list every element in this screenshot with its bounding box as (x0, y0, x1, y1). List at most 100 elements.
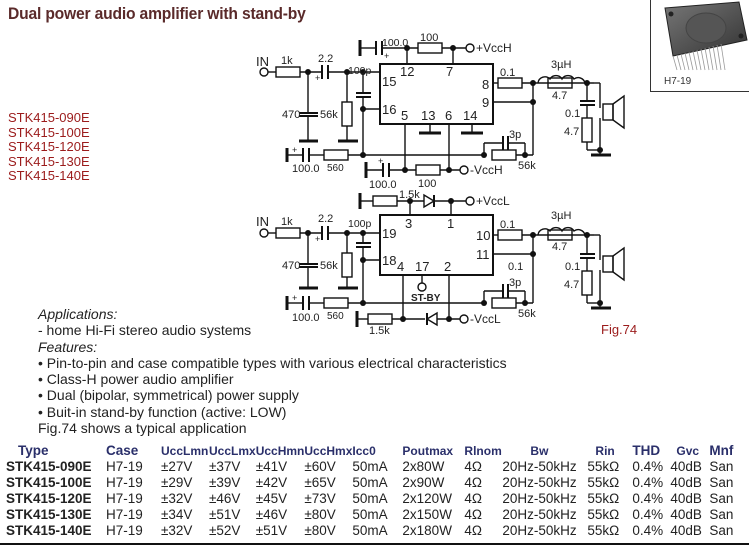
col-header: UccHmx (304, 444, 353, 458)
pin-label: 14 (463, 108, 477, 123)
col-header: UccHmn (255, 444, 305, 458)
table-cell: ±45V (255, 491, 288, 506)
table-cell: San (709, 491, 734, 506)
upper-c3p-label: 3p (509, 129, 521, 141)
table-cell: ±65V (304, 475, 336, 490)
lower-rfb-label: 560 (327, 311, 344, 322)
upper-cneg-label: 100.0 (369, 179, 397, 191)
upper-inductor-label: 3µH (551, 59, 571, 71)
table-cell: San (709, 507, 734, 522)
table-cell: H7-19 (106, 475, 143, 490)
table-cell: 20Hz-50kHz (502, 491, 577, 506)
table-cell: 4Ω (464, 523, 483, 538)
table-cell: ±27V (161, 459, 193, 474)
col-header: UccLmn (161, 444, 209, 458)
table-cell: ±60V (304, 459, 336, 474)
table-cell: 55kΩ (587, 475, 620, 490)
table-cell: ±42V (255, 475, 288, 490)
col-header: Rin (595, 444, 615, 458)
lower-rneg-label: 1.5k (369, 325, 390, 337)
upper-cfb-label: 100.0 (292, 163, 320, 175)
table-cell: 50mA (352, 523, 388, 538)
svg-text:+: + (315, 73, 320, 83)
lower-vcc-neg-label: -VccL (470, 312, 501, 326)
lower-r-in-label: 1k (281, 216, 293, 228)
table-cell: San (709, 459, 734, 474)
upper-vcc-neg-label: -VccH (470, 163, 503, 177)
table-cell: ±80V (304, 523, 336, 538)
upper-in-label: IN (256, 54, 269, 69)
table-cell: 55kΩ (587, 523, 620, 538)
table-cell: 0.4% (632, 523, 664, 538)
svg-text:+: + (315, 234, 320, 244)
upper-czobel-label: 0.1 (565, 108, 580, 120)
lower-rtop-label: 1.5k (399, 189, 420, 201)
pin-label: 7 (446, 64, 453, 79)
table-cell: 4Ω (464, 507, 483, 522)
table-cell: 4Ω (464, 459, 483, 474)
table-cell: San (709, 523, 734, 538)
table-cell: 50mA (352, 491, 388, 506)
upper-c-in-label: 2.2 (318, 53, 333, 65)
pin-label: 17 (415, 259, 429, 274)
model-item: STK415-120E (8, 139, 90, 154)
lower-c-in-label: 2.2 (318, 213, 333, 225)
feature-item: • Class-H power audio amplifier (38, 371, 234, 388)
table-cell: 50mA (352, 459, 388, 474)
upper-ctop-label: 100.0 (382, 37, 408, 49)
package-label: H7-19 (664, 76, 692, 87)
col-header: Poutmax (402, 444, 454, 458)
table-cell: 2x90W (402, 475, 445, 490)
pin-label: 9 (482, 95, 489, 110)
table-cell: 2x150W (402, 507, 452, 522)
upper-r56k-fb-label: 56k (518, 160, 536, 172)
pin-label: 12 (400, 64, 414, 79)
upper-rzobel-label: 4.7 (564, 126, 579, 138)
table-cell: ±46V (255, 507, 288, 522)
package-image-box (650, 0, 749, 92)
table-cell: ±46V (209, 491, 241, 506)
page-title: Dual power audio amplifier with stand-by (8, 4, 306, 23)
table-cell: 40dB (670, 507, 702, 522)
pin-label: 19 (382, 226, 396, 241)
table-cell: 0.4% (632, 507, 664, 522)
model-item: STK415-140E (8, 168, 90, 183)
svg-text:+: + (378, 156, 383, 166)
note: Fig.74 shows a typical application (38, 420, 247, 437)
lower-czobel-label: 0.1 (565, 261, 580, 273)
table-cell: ±37V (209, 459, 241, 474)
svg-text:+: + (292, 293, 297, 303)
feature-item: • Buit-in stand-by function (active: LOW… (38, 403, 287, 420)
pin-label: 13 (421, 108, 435, 123)
svg-text:+: + (292, 145, 297, 155)
table-cell: San (709, 475, 734, 490)
upper-c470-label: 470 (282, 109, 300, 121)
lower-cfb-label: 100.0 (292, 312, 320, 324)
table-cell: ±52V (209, 523, 241, 538)
lower-in-label: IN (256, 214, 269, 229)
col-header: Bw (530, 444, 549, 458)
lower-rout2-label: 0.1 (508, 261, 523, 273)
pin-label: 2 (444, 259, 451, 274)
ic-package-icon (664, 1, 748, 71)
upper-rfb-label: 560 (327, 163, 344, 174)
model-list: STK415-090E STK415-100E STK415-120E STK4… (8, 110, 90, 184)
table-cell: 2x180W (402, 523, 452, 538)
upper-c100p-label: 100p (348, 65, 372, 77)
type-cell: STK415-140E (6, 523, 92, 538)
col-header: UccLmx (209, 444, 256, 458)
pin-label: 5 (401, 108, 408, 123)
upper-rneg-label: 100 (418, 178, 436, 190)
table-cell: 4Ω (464, 491, 483, 506)
table-cell: 55kΩ (587, 491, 620, 506)
table-cell: ±34V (161, 507, 193, 522)
table-cell: 50mA (352, 507, 388, 522)
table-cell: ±51V (209, 507, 241, 522)
table-cell: 0.4% (632, 491, 664, 506)
type-cell: STK415-090E (6, 459, 92, 474)
application-item: - home Hi-Fi stereo audio systems (38, 322, 252, 339)
table-cell: H7-19 (106, 507, 143, 522)
upper-rout-label: 0.1 (500, 67, 515, 79)
